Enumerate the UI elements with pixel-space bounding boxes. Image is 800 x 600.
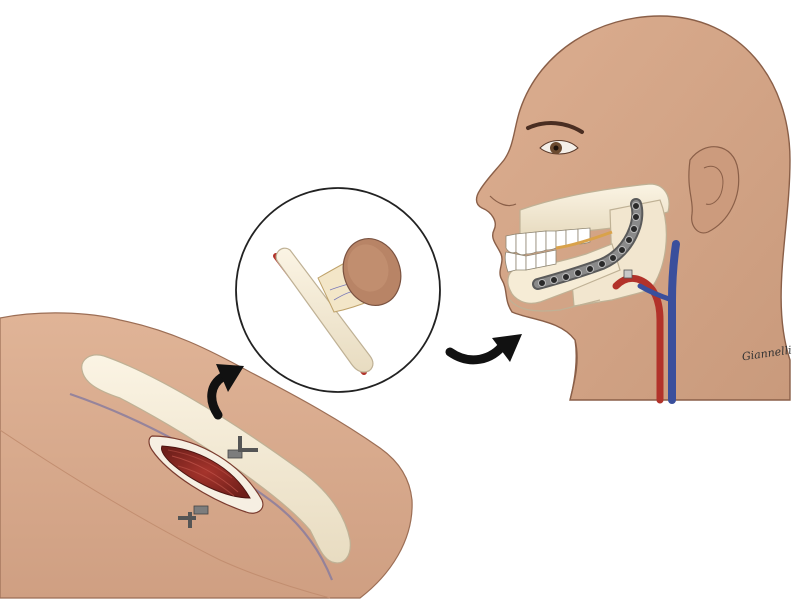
curved-arrow-icon — [445, 334, 522, 365]
curved-arrow-icon — [207, 364, 244, 420]
fixation-plate — [532, 198, 644, 290]
fibula-bone — [81, 354, 351, 564]
ear — [688, 146, 740, 234]
leg-lower-contour — [0, 429, 331, 599]
anastomosis-clip — [623, 269, 633, 279]
neck-vessels — [612, 240, 680, 404]
jugular-vein — [668, 240, 680, 404]
carotid-artery — [612, 274, 664, 404]
harvested-flap-inset — [235, 187, 441, 393]
lower-teeth — [504, 249, 557, 273]
head-and-neck — [475, 15, 791, 404]
retractor-lower — [178, 505, 209, 528]
retractor-upper — [227, 436, 258, 459]
lower-leg — [0, 312, 413, 599]
eye — [539, 140, 579, 155]
inset-fibula-segment — [275, 247, 374, 373]
eyebrow — [526, 121, 584, 134]
